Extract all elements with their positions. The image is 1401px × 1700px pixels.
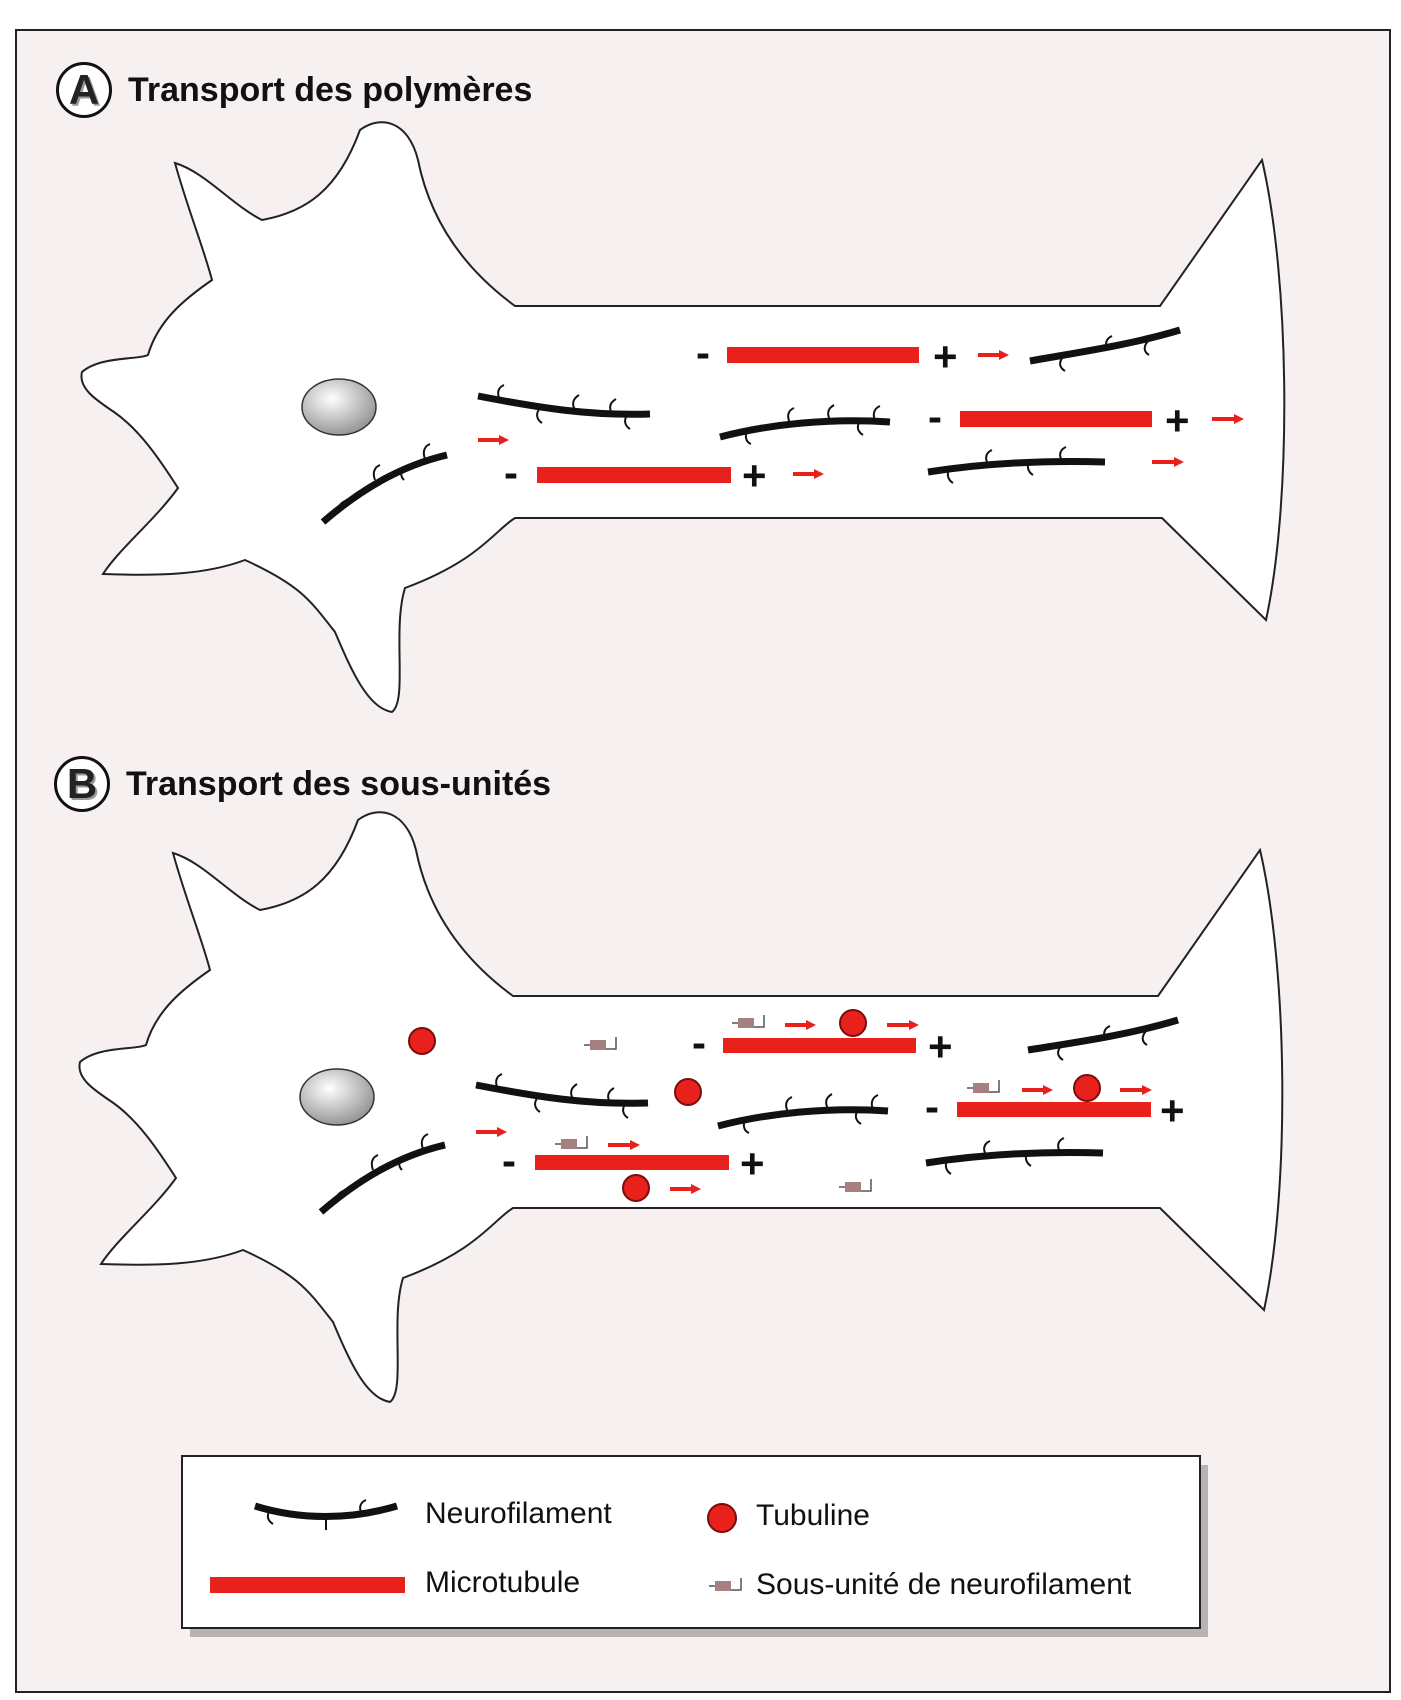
neuron-b-outline [78,811,1284,1404]
plus-end-label: + [742,452,767,499]
legend-neurofilament-label: Neurofilament [425,1497,612,1530]
subunit-mark [555,1136,588,1149]
neuron-b [78,811,1284,1404]
legend-neurofilament-swatch [253,1499,398,1530]
neuron-a [80,121,1286,714]
tubulin-dot [1073,1074,1101,1102]
nucleus-a [301,378,377,436]
legend-microtubule-label: Microtubule [425,1566,581,1599]
neuron-a-outline [80,121,1286,714]
tubulin-dot [408,1027,436,1055]
panel-b-letter: B [54,756,110,812]
plus-end-label: + [740,1140,765,1187]
tubulin-dot [674,1078,702,1106]
legend-tubuline-swatch [707,1503,737,1533]
subunit-mark [584,1037,617,1050]
subunit-mark [732,1015,765,1028]
neurofilament [925,1137,1104,1175]
plus-end-label: + [1160,1087,1185,1134]
panel-b-title: Transport des sous-unités [126,764,552,803]
tubulin-dot [839,1009,867,1037]
plus-end-label: + [1165,397,1190,444]
neurofilament [1029,326,1182,372]
legend-subunit-swatch [709,1578,742,1591]
minus-end-label: - [928,393,942,440]
neurofilament [1027,1016,1180,1061]
plus-end-label: + [933,333,958,380]
plus-end-label: + [928,1023,953,1070]
minus-end-label: - [502,1137,516,1184]
minus-end-label: - [692,1019,706,1066]
tubulin-dot [622,1174,650,1202]
microtubule [960,411,1152,427]
microtubule [723,1038,916,1053]
microtubule [535,1155,729,1170]
minus-end-label: - [925,1083,939,1130]
subunit-mark [967,1080,1000,1093]
minus-end-label: - [504,449,518,496]
legend-subunit-label: Sous-unité de neurofilament [756,1568,1132,1601]
microtubule [957,1102,1151,1117]
microtubule [727,347,919,363]
legend-microtubule-swatch [210,1577,405,1593]
microtubule [537,467,731,483]
legend-box [181,1455,1201,1629]
neurofilament [477,384,651,430]
minus-end-label: - [696,329,710,376]
panel-a-heading: A Transport des polymères [56,62,532,118]
neurofilament [318,1133,446,1215]
neurofilament [320,443,448,525]
neurofilament [719,404,891,445]
neurofilament [717,1093,889,1134]
panel-b-heading: B Transport des sous-unités [54,756,551,812]
subunit-mark [839,1179,872,1192]
legend-tubuline-label: Tubuline [756,1499,870,1532]
nucleus-b [299,1068,375,1126]
panel-a-letter: A [56,62,112,118]
neurofilament [475,1073,649,1119]
panel-a-title: Transport des polymères [128,70,533,109]
neurofilament [927,446,1106,484]
